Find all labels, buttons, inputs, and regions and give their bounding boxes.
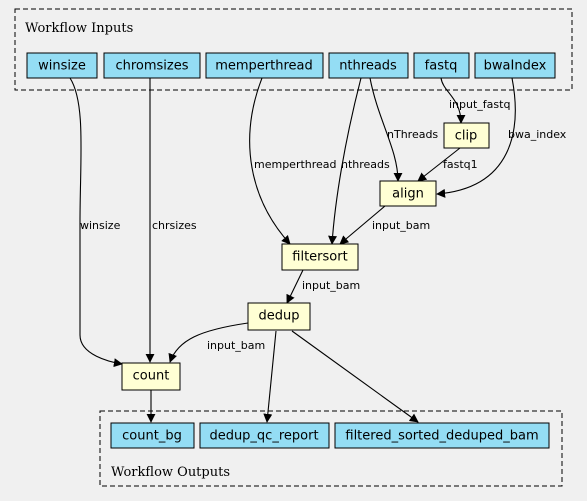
- svg-text:count: count: [133, 369, 170, 384]
- step-align[interactable]: align: [379, 180, 437, 207]
- input-memperthread[interactable]: memperthread: [205, 52, 324, 79]
- edge-nthreads-align: [369, 77, 403, 182]
- edge-filtersort-dedup: [286, 269, 304, 304]
- edge-label-align-input-bam: input_bam: [372, 219, 430, 232]
- edge-label-bwa-index: bwa_index: [508, 128, 567, 141]
- edge-memperthread-filtersort: [249, 77, 291, 245]
- svg-text:winsize: winsize: [38, 59, 86, 74]
- edge-label-fastq1: fastq1: [443, 158, 478, 171]
- input-bwaindex[interactable]: bwaIndex: [474, 52, 556, 79]
- edge-dedup-count: [168, 322, 249, 363]
- svg-text:fastq: fastq: [425, 59, 458, 74]
- input-winsize[interactable]: winsize: [26, 52, 98, 79]
- edge-label-nthreads: nthreads: [341, 158, 390, 171]
- svg-text:memperthread: memperthread: [215, 59, 313, 74]
- edge-label-input-fastq: input_fastq: [449, 98, 510, 111]
- input-fastq[interactable]: fastq: [413, 52, 470, 79]
- edge-clip-align: [417, 147, 461, 182]
- svg-text:clip: clip: [455, 129, 478, 144]
- output-dedup-qc-report[interactable]: dedup_qc_report: [199, 422, 330, 449]
- output-count-bg[interactable]: count_bg: [110, 422, 195, 449]
- edge-label-chrsizes: chrsizes: [152, 219, 197, 232]
- step-filtersort[interactable]: filtersort: [281, 243, 359, 271]
- svg-text:dedup_qc_report: dedup_qc_report: [209, 429, 318, 444]
- step-clip[interactable]: clip: [443, 122, 490, 149]
- svg-text:align: align: [392, 187, 424, 202]
- svg-text:filtered_sorted_deduped_bam: filtered_sorted_deduped_bam: [345, 429, 538, 444]
- edge-bwaindex-align: [436, 77, 516, 198]
- edges: winsize chrsizes memperthread nthreads n…: [69, 77, 567, 423]
- edge-nthreads-filtersort: [328, 77, 362, 245]
- edge-dedup-qcreport: [263, 330, 277, 423]
- svg-text:nthreads: nthreads: [339, 59, 397, 74]
- svg-text:bwaIndex: bwaIndex: [484, 59, 547, 74]
- edge-label-winsize: winsize: [80, 219, 121, 232]
- input-nthreads[interactable]: nthreads: [328, 52, 409, 79]
- step-dedup[interactable]: dedup: [247, 302, 311, 331]
- edge-align-filtersort: [339, 205, 386, 245]
- svg-text:chromsizes: chromsizes: [115, 59, 188, 74]
- edge-label-dedup-input-bam: input_bam: [207, 339, 265, 352]
- output-filtered-sorted-deduped-bam[interactable]: filtered_sorted_deduped_bam: [334, 422, 550, 449]
- edge-label-filtersort-input-bam: input_bam: [302, 279, 360, 292]
- edge-label-memperthread: memperthread: [254, 158, 337, 171]
- edge-label-nThreads: nThreads: [387, 128, 438, 141]
- input-chromsizes[interactable]: chromsizes: [103, 52, 201, 79]
- edge-dedup-bam: [291, 330, 419, 423]
- edge-winsize-count: [69, 77, 123, 368]
- workflow-outputs-cluster: Workflow Outputs: [99, 410, 563, 487]
- workflow-inputs-label: Workflow Inputs: [25, 21, 133, 36]
- svg-text:filtersort: filtersort: [292, 250, 347, 265]
- workflow-outputs-label: Workflow Outputs: [111, 465, 230, 480]
- svg-text:dedup: dedup: [259, 309, 300, 324]
- workflow-inputs-cluster: Workflow Inputs: [14, 8, 573, 91]
- step-count[interactable]: count: [121, 362, 181, 391]
- svg-text:count_bg: count_bg: [122, 429, 182, 444]
- edge-fastq-clip: [440, 77, 466, 124]
